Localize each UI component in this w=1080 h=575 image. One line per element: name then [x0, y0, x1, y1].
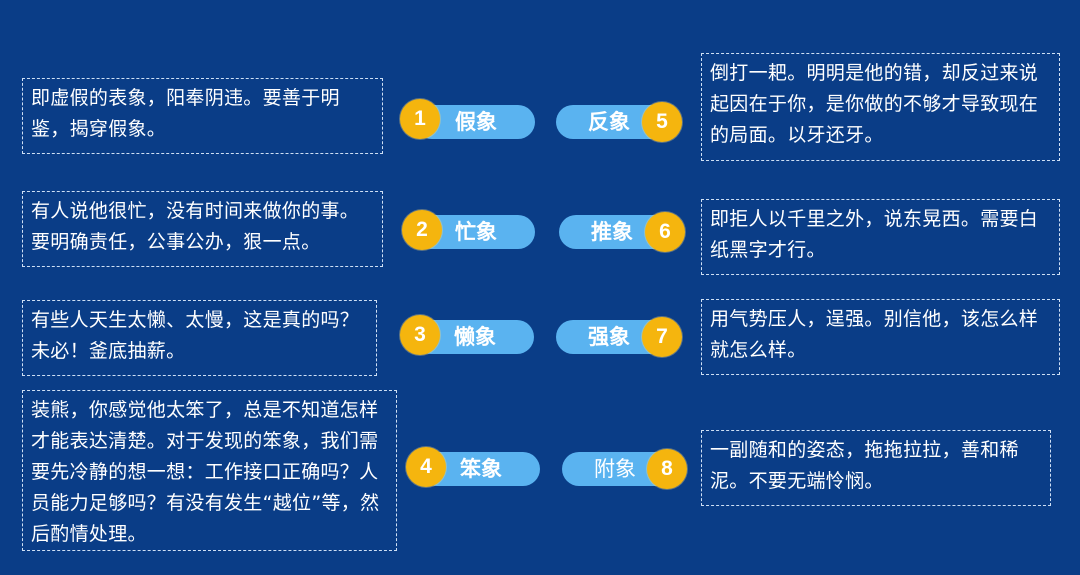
description-text: 即拒人以千里之外，说东晃西。需要白纸黑字才行。: [710, 208, 1039, 261]
description-text: 有些人天生太懒、太慢，这是真的吗？未必！釜底抽薪。: [31, 309, 360, 362]
number-badge-3: 3: [400, 315, 440, 355]
pill-label: 附象: [594, 457, 636, 481]
number-badge-4: 4: [406, 447, 446, 487]
description-text: 有人说他很忙，没有时间来做你的事。要明确责任，公事公办，狠一点。: [31, 200, 360, 253]
description-box-7: 用气势压人，逞强。别信他，该怎么样就怎么样。: [701, 299, 1060, 375]
description-box-4: 装熊，你感觉他太笨了，总是不知道怎样才能表达清楚。对于发现的笨象，我们需要先冷静…: [22, 390, 397, 551]
description-box-6: 即拒人以千里之外，说东晃西。需要白纸黑字才行。: [701, 199, 1060, 275]
number-badge-1: 1: [400, 99, 440, 139]
number-badge-6: 6: [645, 212, 685, 252]
description-box-2: 有人说他很忙，没有时间来做你的事。要明确责任，公事公办，狠一点。: [22, 191, 383, 267]
pill-label: 假象: [455, 110, 497, 134]
description-text: 用气势压人，逞强。别信他，该怎么样就怎么样。: [710, 308, 1039, 361]
pill-label: 笨象: [460, 457, 502, 481]
pill-label: 忙象: [455, 220, 497, 244]
number-badge-8: 8: [647, 449, 687, 489]
number-badge-2: 2: [402, 210, 442, 250]
number-badge-5: 5: [642, 102, 682, 142]
description-box-8: 一副随和的姿态，拖拖拉拉，善和稀泥。不要无端怜悯。: [701, 430, 1051, 506]
description-text: 一副随和的姿态，拖拖拉拉，善和稀泥。不要无端怜悯。: [710, 439, 1019, 492]
description-text: 倒打一耙。明明是他的错，却反过来说起因在于你，是你做的不够才导致现在的局面。以牙…: [710, 62, 1039, 146]
description-text: 即虚假的表象，阳奉阴违。要善于明鉴，揭穿假象。: [31, 87, 340, 140]
description-box-3: 有些人天生太懒、太慢，这是真的吗？未必！釜底抽薪。: [22, 300, 377, 376]
description-text: 装熊，你感觉他太笨了，总是不知道怎样才能表达清楚。对于发现的笨象，我们需要先冷静…: [31, 399, 380, 545]
pill-label: 懒象: [454, 325, 496, 349]
pill-label: 推象: [591, 220, 633, 244]
number-badge-7: 7: [642, 317, 682, 357]
description-box-5: 倒打一耙。明明是他的错，却反过来说起因在于你，是你做的不够才导致现在的局面。以牙…: [701, 53, 1060, 161]
pill-label: 强象: [588, 325, 630, 349]
description-box-1: 即虚假的表象，阳奉阴违。要善于明鉴，揭穿假象。: [22, 78, 383, 154]
pill-label: 反象: [588, 110, 630, 134]
